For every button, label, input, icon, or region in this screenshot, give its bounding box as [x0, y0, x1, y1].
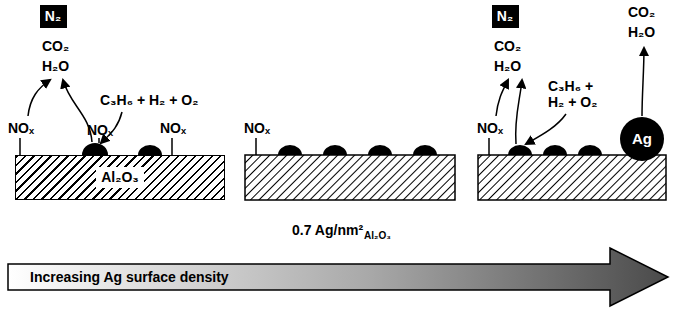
silver-cluster: Ag	[620, 117, 664, 161]
adsorbed-species-ticks	[20, 138, 489, 155]
silver-particles	[82, 143, 602, 155]
node-text: N₂	[45, 8, 61, 24]
loading-subscript: Al₂O₃	[364, 230, 391, 242]
gradient-arrow	[8, 248, 668, 306]
reaction-arrows	[28, 48, 644, 144]
alumina-slab	[478, 155, 666, 200]
product-box: N₂	[492, 5, 519, 28]
product-box: N₂	[40, 5, 67, 28]
support-slab: Al₂O₃	[15, 155, 225, 200]
reactant-label: C₃H₆ + H₂ + O₂	[100, 92, 198, 108]
product-label: CO₂	[494, 38, 521, 54]
adsorbate-label: NOₓ	[477, 120, 503, 136]
node-text: N₂	[497, 8, 513, 24]
product-label: H₂O	[42, 58, 69, 74]
product-label: H₂O	[494, 58, 521, 74]
reactant-label: C₃H₆ + H₂ + O₂	[548, 78, 610, 110]
product-label: H₂O	[628, 24, 655, 40]
adsorbate-label: NOₓ	[244, 120, 270, 136]
adsorbate-label: NOₓ	[87, 122, 113, 138]
trend-arrow-label: Increasing Ag surface density	[30, 265, 590, 289]
product-label: CO₂	[628, 4, 655, 20]
node-text: Increasing Ag surface density	[30, 269, 229, 285]
loading-label: 0.7 Ag/nm²	[292, 222, 363, 238]
node-text: Al₂O₃	[96, 167, 144, 187]
adsorbate-label: NOₓ	[160, 120, 186, 136]
alumina-slab	[245, 155, 455, 200]
adsorbate-label: NOₓ	[8, 120, 34, 136]
node-text: Ag	[632, 130, 652, 147]
product-label: CO₂	[42, 38, 69, 54]
